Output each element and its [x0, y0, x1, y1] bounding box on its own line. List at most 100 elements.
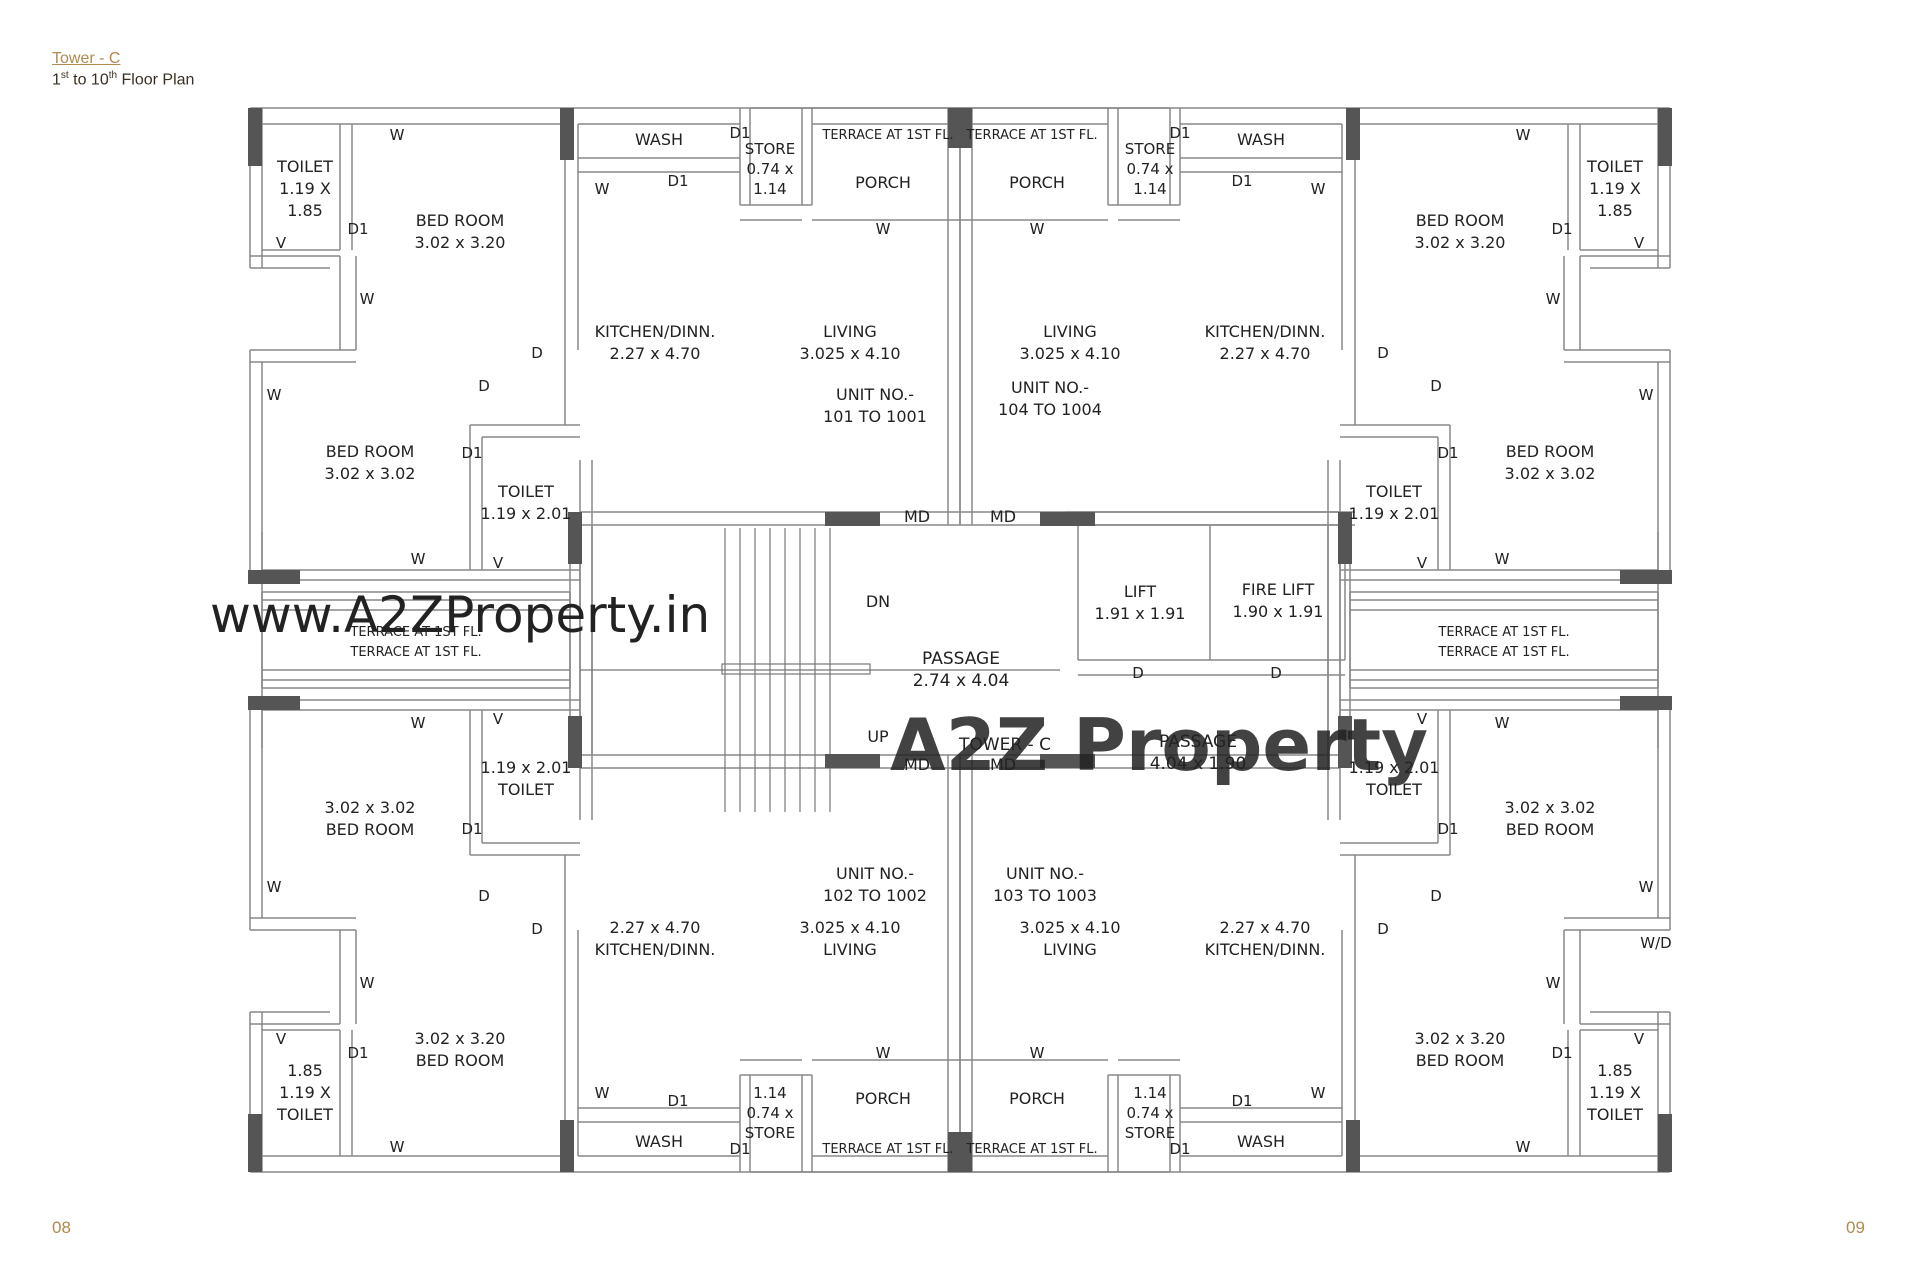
stair-up-label: UP — [867, 727, 889, 746]
terrace-label: TERRACE AT 1ST FL. — [965, 1142, 1097, 1157]
toilet-size: 1.19 x 2.01 — [1349, 758, 1440, 777]
store-label: STORE — [1125, 140, 1175, 158]
wash-label: WASH — [1237, 1132, 1285, 1151]
lift-label: LIFT — [1124, 582, 1157, 601]
page-number-left: 08 — [52, 1218, 71, 1237]
column — [1338, 512, 1352, 564]
kitchen-size: 2.27 x 4.70 — [610, 344, 701, 363]
window-marker: W — [876, 220, 891, 238]
window-marker: W — [1495, 550, 1510, 568]
toilet-label: TOILET — [1586, 157, 1643, 176]
window-marker: W — [1546, 290, 1561, 308]
passage-label: PASSAGE — [922, 649, 1000, 669]
kitchen-size: 2.27 x 4.70 — [610, 918, 701, 937]
door-marker: D1 — [667, 172, 688, 190]
door-marker: D1 — [1231, 1092, 1252, 1110]
kitchen-label: KITCHEN/DINN. — [595, 940, 716, 959]
window-marker: W — [267, 386, 282, 404]
terrace-label: TERRACE AT 1ST FL. — [1437, 645, 1569, 660]
window-marker: W — [876, 1044, 891, 1062]
kitchen-label: KITCHEN/DINN. — [1205, 322, 1326, 341]
subtitle-sup: st — [60, 70, 69, 81]
subtitle-part: Floor Plan — [117, 71, 195, 89]
staircase — [580, 528, 1060, 812]
toilet-size: 1.19 X — [1589, 1083, 1641, 1102]
door-marker: D1 — [667, 1092, 688, 1110]
vent-marker: V — [493, 554, 504, 572]
bedroom-label: BED ROOM — [1506, 442, 1595, 461]
window-marker: W — [1516, 1138, 1531, 1156]
logo-watermark: A2Z Property — [890, 703, 1428, 787]
vent-marker: V — [493, 710, 504, 728]
kitchen-size: 2.27 x 4.70 — [1220, 918, 1311, 937]
porch-label: PORCH — [1009, 173, 1065, 192]
bedroom-size: 3.02 x 3.02 — [325, 798, 416, 817]
tower-title: Tower - C — [52, 50, 121, 67]
toilet-size: 1.85 — [287, 1061, 323, 1080]
column — [948, 1132, 962, 1172]
column — [560, 1120, 574, 1172]
toilet-size: 1.19 X — [279, 1083, 331, 1102]
toilet-label: TOILET — [1365, 482, 1422, 501]
main-door-marker: MD — [904, 507, 930, 526]
stair-landing — [721, 663, 871, 675]
window-marker: W — [267, 878, 282, 896]
door-marker: D1 — [729, 1140, 750, 1158]
store-size: 1.14 — [1133, 1084, 1166, 1102]
unit-number: 102 TO 1002 — [823, 886, 927, 905]
window-marker: W — [595, 180, 610, 198]
door-marker: D1 — [347, 1044, 368, 1062]
toilet-label: TOILET — [497, 482, 554, 501]
door-marker: D — [1377, 344, 1389, 362]
passage-label: PASSAGE — [1159, 732, 1237, 752]
window-marker: W — [1639, 386, 1654, 404]
wash-label: WASH — [1237, 130, 1285, 149]
door-marker: D — [1430, 887, 1442, 905]
store-label: STORE — [745, 1124, 795, 1142]
bedroom-size: 3.02 x 3.20 — [415, 233, 506, 252]
column — [1658, 1114, 1672, 1172]
page-number-right: 09 — [1846, 1218, 1865, 1237]
living-size: 3.025 x 4.10 — [799, 344, 900, 363]
window-marker: W — [411, 550, 426, 568]
window-marker: W — [1495, 714, 1510, 732]
door-marker: D1 — [461, 444, 482, 462]
unit-label: UNIT NO.- — [1011, 378, 1089, 397]
toilet-size: 1.19 x 2.01 — [1349, 504, 1440, 523]
door-marker: D1 — [1169, 1140, 1190, 1158]
kitchen-label: KITCHEN/DINN. — [1205, 940, 1326, 959]
toilet-size: 1.19 x 2.01 — [481, 758, 572, 777]
passage-size: 4.04 x 1.90 — [1150, 754, 1247, 774]
toilet-size: 1.85 — [1597, 1061, 1633, 1080]
column — [248, 696, 300, 710]
column — [825, 754, 880, 768]
toilet-label: TOILET — [276, 1105, 333, 1124]
column — [568, 716, 582, 768]
vent-marker: V — [1417, 710, 1428, 728]
door-marker: D1 — [729, 124, 750, 142]
toilet-size: 1.85 — [1597, 201, 1633, 220]
door-marker: D1 — [347, 220, 368, 238]
bedroom-label: BED ROOM — [1416, 1051, 1505, 1070]
door-marker: D1 — [1551, 220, 1572, 238]
window-marker: W — [360, 290, 375, 308]
unit-number: 104 TO 1004 — [998, 400, 1102, 419]
door-marker: D1 — [461, 820, 482, 838]
bedroom-label: BED ROOM — [326, 820, 415, 839]
bedroom-size: 3.02 x 3.02 — [1505, 798, 1596, 817]
column — [248, 1114, 262, 1172]
door-marker: D — [1132, 664, 1144, 682]
living-label: LIVING — [823, 940, 877, 959]
door-marker: D — [531, 344, 543, 362]
subtitle-part: to 10 — [68, 71, 109, 89]
structural-columns — [248, 108, 1672, 1172]
main-door-marker: MD — [990, 755, 1016, 774]
wash-label: WASH — [635, 1132, 683, 1151]
toilet-label: TOILET — [1586, 1105, 1643, 1124]
toilet-size: 1.19 X — [1589, 179, 1641, 198]
store-label: STORE — [745, 140, 795, 158]
bedroom-label: BED ROOM — [416, 211, 505, 230]
watermarks: www.A2ZProperty.in A2Z Property — [210, 586, 1428, 787]
column — [568, 512, 582, 564]
